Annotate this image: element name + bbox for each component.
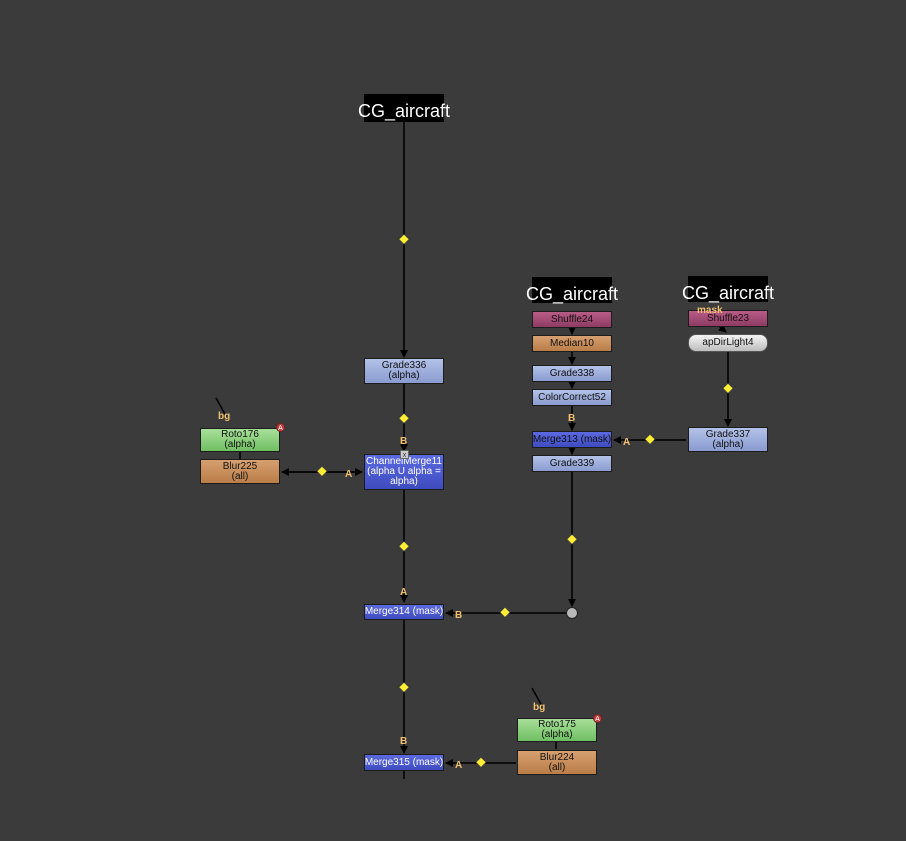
- node-colorcorrect52[interactable]: ColorCorrect52: [532, 389, 612, 406]
- pipe-dot: [398, 540, 410, 552]
- pipe-dot: [566, 533, 578, 545]
- input-label-a: A: [400, 587, 408, 598]
- input-label-a: A: [623, 437, 631, 448]
- pipe-dot: [398, 233, 410, 245]
- pipe: [215, 397, 227, 417]
- input-label-bg: bg: [533, 702, 546, 713]
- node-name: Merge315 (mask): [364, 756, 444, 768]
- input-label-mask: mask: [697, 305, 723, 316]
- node-subtitle: (alpha U alpha =: [367, 466, 441, 477]
- node-subtitle: (alpha): [541, 729, 573, 740]
- node-grade336[interactable]: Grade336 (alpha): [364, 358, 444, 384]
- backdrop-cg-aircraft[interactable]: CG_aircraft: [526, 277, 618, 304]
- input-label-b: B: [400, 436, 408, 447]
- node-subtitle: (all): [231, 470, 249, 482]
- node-roto175[interactable]: Roto175 (alpha): [517, 718, 597, 742]
- node-subtitle: (alpha): [712, 438, 744, 450]
- pipe-dot: [316, 465, 328, 477]
- backdrop-cg-aircraft[interactable]: CG_aircraft: [682, 276, 774, 303]
- input-label-a: A: [455, 760, 463, 771]
- roto175-status-marker: A: [593, 714, 602, 723]
- node-name: Median10: [550, 337, 594, 349]
- node-name: Grade339: [549, 457, 595, 469]
- input-label-b: B: [568, 413, 576, 424]
- node-name: Roto176: [221, 429, 259, 440]
- channelmerge-disable-marker: x: [400, 450, 409, 459]
- node-blur225[interactable]: Blur225 (all): [200, 459, 280, 484]
- node-name: Blur225: [222, 460, 258, 472]
- node-roto176[interactable]: Roto176 (alpha): [200, 428, 280, 452]
- node-blur224[interactable]: Blur224 (all): [517, 750, 597, 775]
- node-apdirlight4[interactable]: apDirLight4: [688, 334, 768, 352]
- roto176-status-marker: A: [276, 423, 285, 432]
- node-subtitle: (alpha): [388, 370, 420, 381]
- pipe-dot: [398, 681, 410, 693]
- backdrop-cg-aircraft[interactable]: CG_aircraft: [358, 94, 450, 122]
- node-name: Grade337: [705, 428, 751, 440]
- node-merge313[interactable]: Merge313 (mask): [532, 431, 612, 448]
- node-shuffle24[interactable]: Shuffle24: [532, 311, 612, 328]
- pipe-dot: [499, 606, 511, 618]
- input-label-bg: bg: [218, 411, 231, 422]
- backdrop-label: CG_aircraft: [525, 284, 619, 304]
- node-merge314[interactable]: Merge314 (mask): [364, 604, 444, 620]
- node-subtitle: alpha): [390, 476, 418, 487]
- input-label-b: B: [455, 610, 463, 621]
- backdrop-label: CG_aircraft: [357, 101, 451, 121]
- node-name: ChannelMerge11: [366, 456, 442, 467]
- node-grade337[interactable]: Grade337 (alpha): [688, 427, 768, 452]
- node-name: apDirLight4: [702, 337, 754, 348]
- node-grade339[interactable]: Grade339: [532, 455, 612, 472]
- node-name: Roto175: [538, 719, 576, 730]
- pipe-dot: [398, 412, 410, 424]
- backdrop-label: CG_aircraft: [681, 283, 775, 303]
- node-name: Grade336: [381, 360, 427, 371]
- node-channelmerge11[interactable]: ChannelMerge11 (alpha U alpha = alpha): [364, 454, 444, 490]
- node-median10[interactable]: Median10: [532, 335, 612, 352]
- pipe-dot: [475, 756, 487, 768]
- node-name: Shuffle24: [550, 313, 594, 325]
- node-name: ColorCorrect52: [538, 391, 606, 403]
- dot-node: [566, 607, 578, 619]
- pipe-dot: [722, 382, 734, 394]
- node-shuffle23[interactable]: Shuffle23: [688, 310, 768, 327]
- pipe: [531, 687, 543, 707]
- node-name: Grade338: [549, 367, 595, 379]
- node-subtitle: (all): [548, 761, 566, 773]
- node-name: Merge313 (mask): [532, 433, 612, 445]
- node-name: Merge314 (mask): [364, 606, 444, 617]
- node-name: Blur224: [539, 751, 575, 763]
- node-merge315[interactable]: Merge315 (mask): [364, 754, 444, 771]
- pipe-dot: [644, 433, 656, 445]
- node-grade338[interactable]: Grade338: [532, 365, 612, 382]
- input-label-a: A: [345, 469, 353, 480]
- input-label-b: B: [400, 736, 408, 747]
- node-name: Shuffle23: [706, 312, 750, 324]
- node-subtitle: (alpha): [224, 439, 256, 450]
